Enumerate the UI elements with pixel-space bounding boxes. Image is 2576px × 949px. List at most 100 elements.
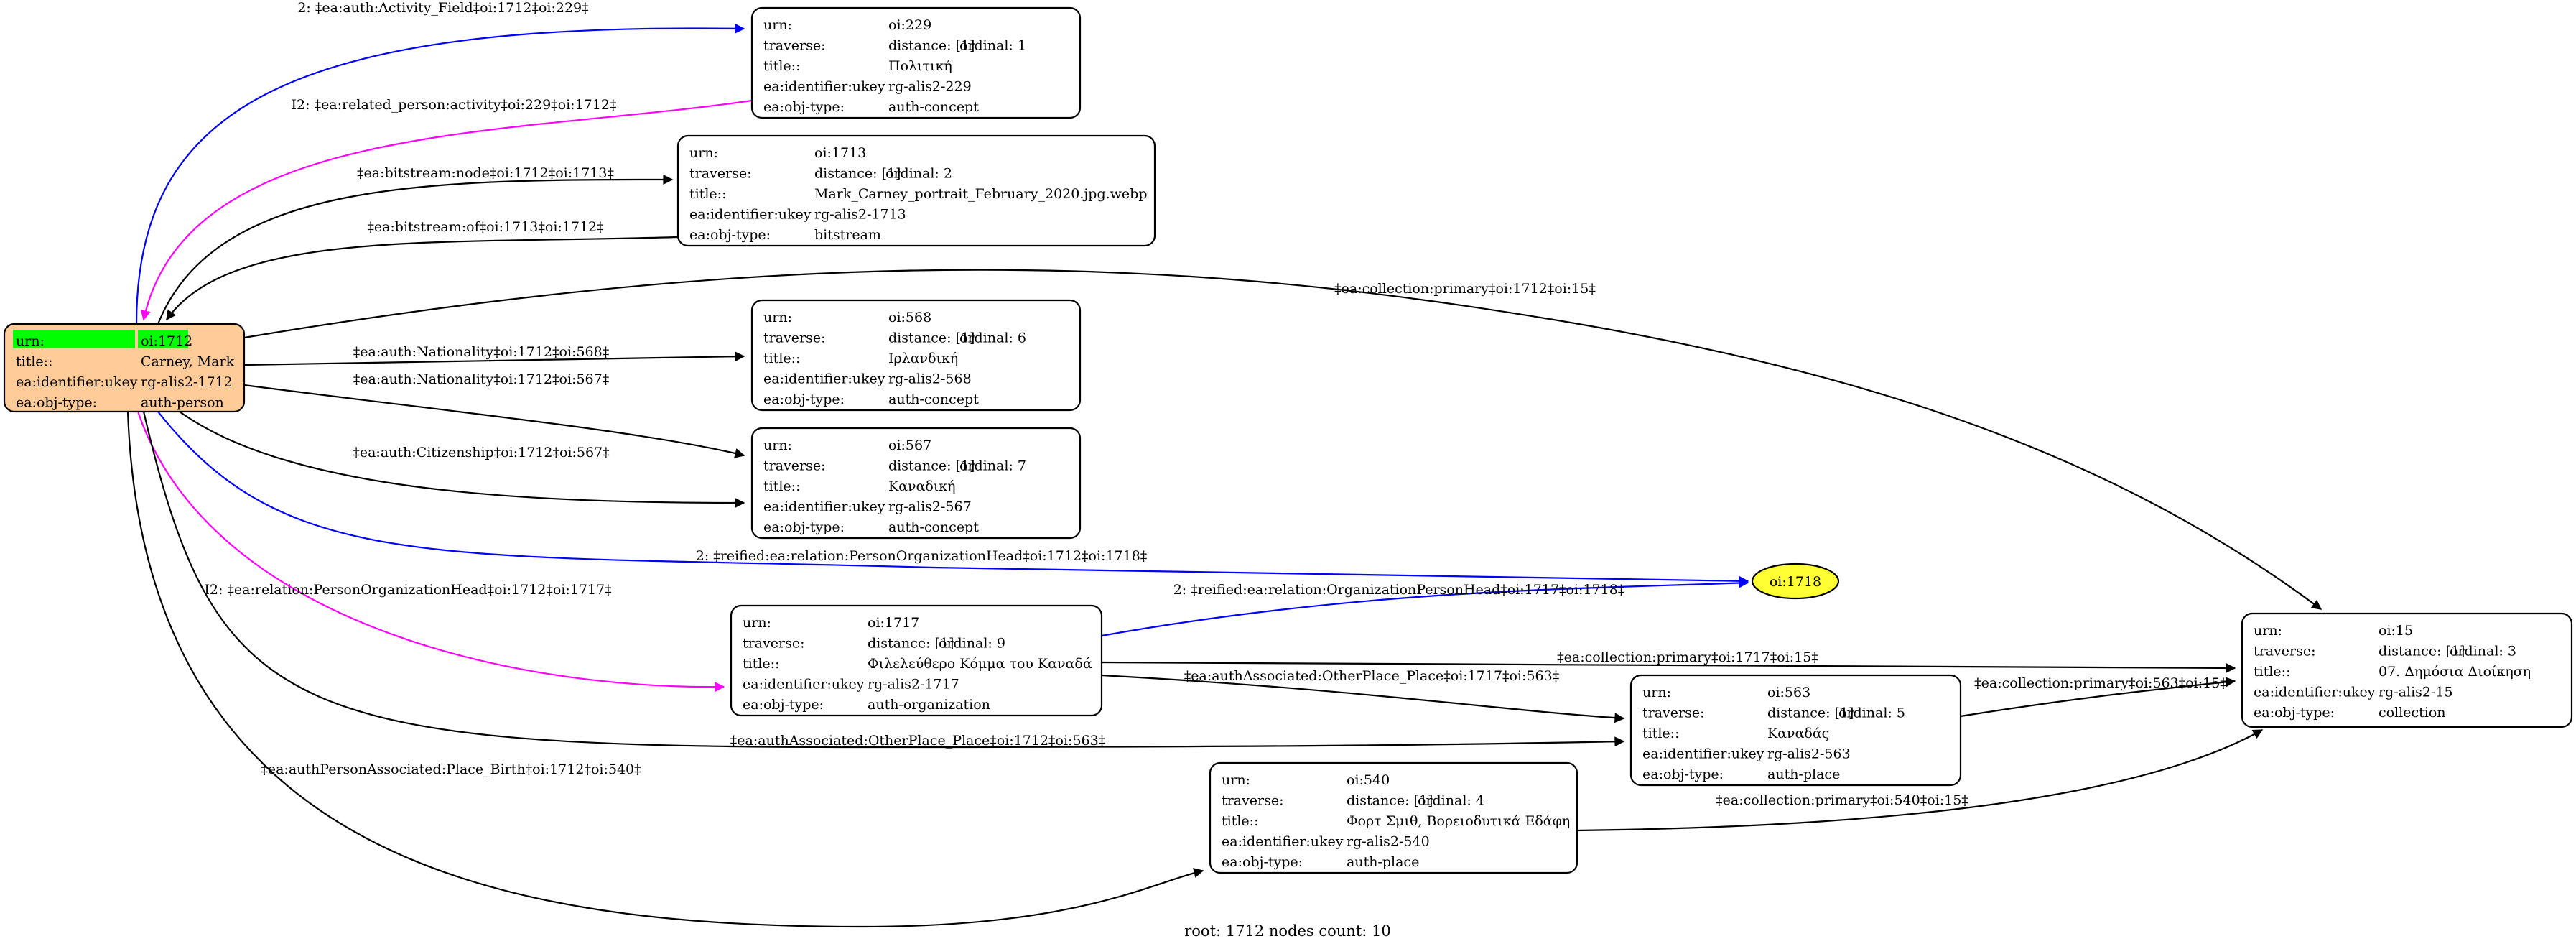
edge-label: ‡ea:collection:primary‡oi:1712‡oi:15‡ [1334,281,1596,297]
node-field-ordinal: ordinal: 9 [939,636,1005,652]
node-field-ordinal: ordinal: 7 [959,458,1026,474]
node-field-key: urn: [16,333,45,349]
node-field-value: auth-place [1347,854,1419,870]
node-field-key: traverse: [743,636,805,652]
node-field-key: ea:identifier:ukey [689,207,812,223]
edge-e13 [1101,674,1625,723]
edge-label: ‡ea:authAssociated:OtherPlace_Place‡oi:1… [1184,668,1559,684]
node-field-value: oi:1717 [868,615,919,631]
node-field-key: ea:identifier:ukey [763,371,885,387]
node-field-value: distance: [1] [2379,644,2465,659]
edge-label: ‡ea:collection:primary‡oi:1717‡oi:15‡ [1557,649,1818,665]
node-field-key: urn: [763,438,792,453]
node-field-key: ea:identifier:ukey [2254,685,2376,700]
node-field-value: auth-concept [888,99,979,115]
node-field-key: ea:obj-type: [763,99,845,115]
node-field-key: ea:obj-type: [763,519,845,535]
node-field-value: oi:1712 [141,333,192,349]
edge-e11 [1101,578,1749,637]
node-field-key: urn: [763,310,792,325]
edge-label: I2: ‡ea:relation:PersonOrganizationHead‡… [204,582,611,598]
node-field-key: title:: [1642,726,1679,741]
node-field-value: oi:1713 [814,145,866,161]
edge-label: ‡ea:auth:Nationality‡oi:1712‡oi:568‡ [353,344,609,360]
edge-label: ‡ea:bitstream:of‡oi:1713‡oi:1712‡ [367,219,603,235]
node-field-key: traverse: [763,458,826,474]
node-field-value: rg-alis2-1713 [814,207,906,223]
edge-e17 [1576,729,2264,832]
node-field-value: distance: [1] [888,38,975,54]
edge-e10 [136,411,725,693]
graph-footer: root: 1712 nodes count: 10 [1184,922,1391,940]
reified-node-shape [1751,563,1840,600]
node-field-key: ea:obj-type: [743,697,824,713]
node-field-value: Carney, Mark [141,354,235,370]
node-field-key: ea:identifier:ukey [1222,834,1344,850]
node-field-key: traverse: [763,330,826,346]
node-field-ordinal: ordinal: 1 [959,38,1026,54]
node-field-key: ea:identifier:ukey [743,677,865,693]
edge-labels-layer: 2: ‡ea:auth:Activity_Field‡oi:1712‡oi:22… [204,0,2226,808]
node-field-ordinal: ordinal: 5 [1838,705,1905,721]
node-field-key: title:: [1222,813,1258,829]
node-field-key: traverse: [2254,644,2316,659]
node-field-value: collection [2379,705,2446,721]
urn-value-highlight [138,330,188,348]
node-field-value: auth-organization [868,697,990,713]
urn-key-highlight [13,330,135,348]
node-field-value: oi:540 [1347,772,1390,788]
node-field-value: rg-alis2-563 [1767,746,1851,762]
node-field-value: auth-concept [888,392,979,407]
node-field-ordinal: ordinal: 4 [1418,793,1484,809]
node-field-value: Φιλελεύθερο Κόμμα του Καναδά [868,656,1092,672]
node-n15[interactable]: urn: oi:15 traverse: distance: [1]ordinal: … [2241,612,2573,728]
edge-e5 [243,269,2322,610]
node-field-key: ea:identifier:ukey [763,79,885,95]
node-field-value: oi:568 [888,310,931,325]
node-field-key: urn: [1222,772,1250,788]
node-field-key: title:: [2254,664,2290,680]
node-box [750,427,1082,540]
node-field-key: urn: [1642,685,1671,700]
node-field-value: oi:563 [1767,685,1810,700]
edge-label: 2: ‡reified:ea:relation:PersonOrganizati… [696,548,1148,564]
edge-e3 [157,175,674,325]
node-field-value: auth-place [1767,767,1840,782]
node-field-value: rg-alis2-568 [888,371,972,387]
node-field-key: urn: [2254,623,2282,639]
node-field-key: traverse: [1642,705,1705,721]
node-field-value: rg-alis2-1717 [868,677,959,693]
edge-label: ‡ea:collection:primary‡oi:563‡oi:15‡ [1974,675,2227,691]
node-field-value: Mark_Carney_portrait_February_2020.jpg.w… [814,186,1147,202]
node-field-key: traverse: [763,38,826,54]
node-field-ordinal: ordinal: 3 [2450,644,2516,659]
node-field-key: ea:obj-type: [16,395,97,411]
node-field-key: traverse: [689,166,752,182]
node-box [2241,612,2573,728]
edge-e12 [1101,661,2236,673]
node-field-value: oi:229 [888,17,931,33]
edge-e6 [243,351,745,366]
edge-label: ‡ea:bitstream:node‡oi:1712‡oi:1713‡ [357,165,614,181]
node-field-value: oi:15 [2379,623,2413,639]
node-n1718[interactable]: oi:1718 [1751,563,1840,600]
node-field-value: Πολιτική [888,58,952,74]
node-field-value: Καναδάς [1767,726,1829,741]
edge-label: ‡ea:collection:primary‡oi:540‡oi:15‡ [1716,792,1968,808]
node-field-key: urn: [689,145,718,161]
edge-e8 [179,411,745,508]
node-field-key: title:: [743,656,779,672]
node-field-value: rg-alis2-1712 [141,374,233,390]
node-field-value: bitstream [814,227,881,243]
edge-label: ‡ea:authPersonAssociated:Place_Birth‡oi:… [261,761,641,777]
node-field-key: ea:obj-type: [689,227,771,243]
